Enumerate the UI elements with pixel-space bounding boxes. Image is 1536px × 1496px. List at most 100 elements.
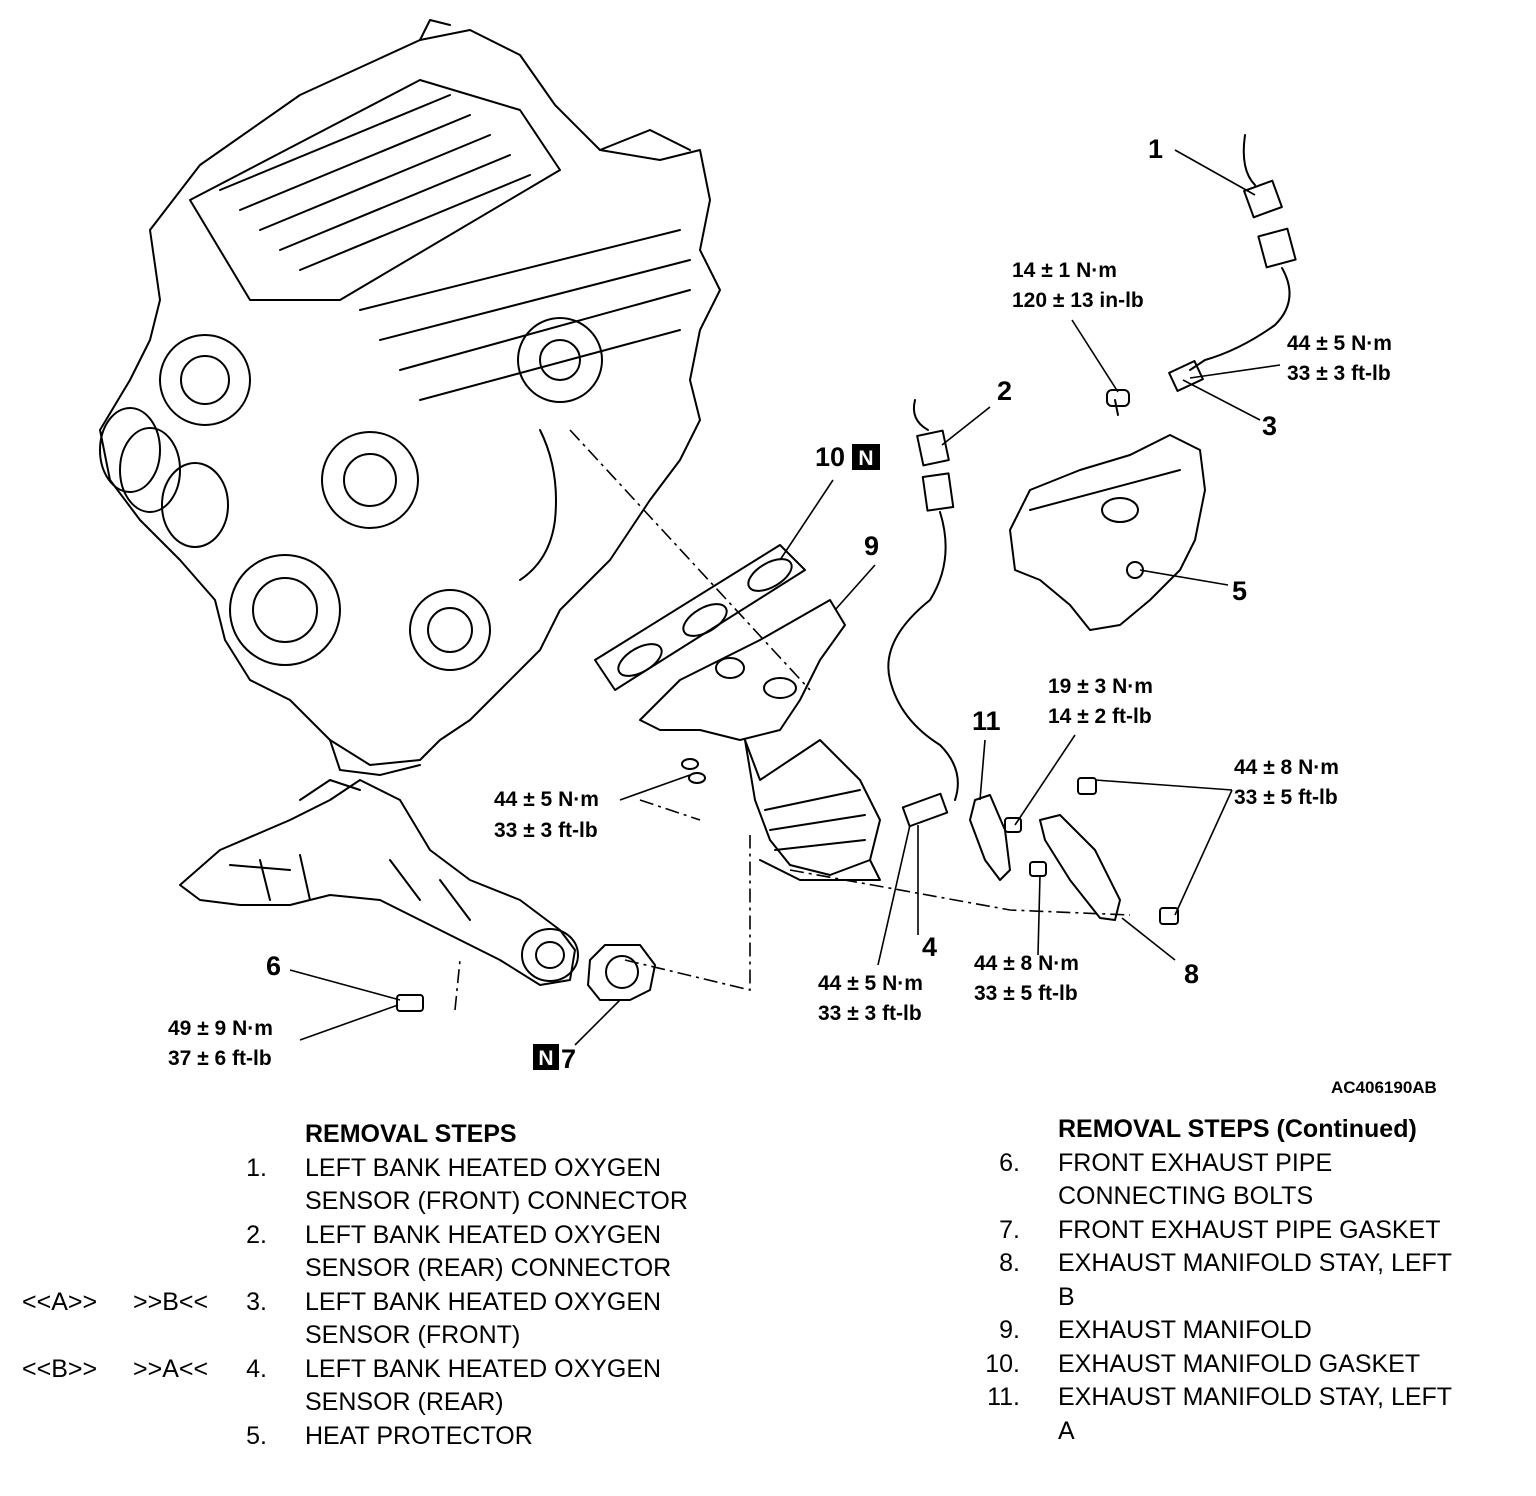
front-exhaust-pipe (179, 779, 579, 1012)
step-procedure-mark: >>B<< (133, 1287, 209, 1316)
front-exhaust-pipe-gasket (587, 944, 656, 1001)
step-text: HEAT PROTECTOR (305, 1421, 533, 1450)
removal-steps-heading: REMOVAL STEPS (305, 1120, 517, 1148)
svg-text:33 ± 3 ft-lb: 33 ± 3 ft-lb (818, 1002, 922, 1025)
callout-2: 2 (997, 376, 1012, 406)
step-item: 4. <<B>> >>A<< LEFT BANK HEATED OXYGEN SENSO… (0, 1353, 760, 1420)
step-text: SENSOR (FRONT) (305, 1321, 521, 1349)
figure-id: AC406190AB (1331, 1078, 1437, 1096)
step-number: 5. (246, 1421, 267, 1450)
step-item: 9. EXHAUST MANIFOLD (960, 1314, 1520, 1348)
svg-text:44 ± 8 N·m: 44 ± 8 N·m (974, 952, 1079, 975)
step-item: 3. <<A>> >>B<< LEFT BANK HEATED OXYGEN SENSO… (0, 1286, 760, 1353)
rear-oxygen-sensor (887, 399, 959, 828)
svg-text:33 ± 5 ft-lb: 33 ± 5 ft-lb (1234, 786, 1338, 809)
svg-text:33 ± 3 ft-lb: 33 ± 3 ft-lb (494, 819, 598, 842)
callout-8: 8 (1184, 959, 1199, 989)
svg-text:33 ± 3 ft-lb: 33 ± 3 ft-lb (1287, 362, 1391, 385)
callout-5: 5 (1232, 576, 1247, 606)
exhaust-manifold-gasket (594, 544, 806, 691)
torque-spec-front-pipe-bolts: 49 ± 9 N·m 37 ± 6 ft-lb (168, 1017, 273, 1070)
step-text-line: SENSOR (FRONT) CONNECTOR (0, 1185, 760, 1219)
step-text: CONNECTING BOLTS (1058, 1182, 1314, 1210)
svg-text:44 ± 5 N·m: 44 ± 5 N·m (818, 972, 923, 995)
step-text: EXHAUST MANIFOLD STAY, LEFT (1058, 1249, 1453, 1277)
step-number: 3. (246, 1287, 267, 1316)
new-part-marker-10: N (852, 444, 880, 470)
step-item: 6. FRONT EXHAUST PIPE CONNECTING BOLTS (960, 1147, 1520, 1214)
step-item: 5. HEAT PROTECTOR (0, 1420, 760, 1454)
removal-steps-list: REMOVAL STEPS 1. LEFT BANK HEATED OXYGEN S… (0, 1118, 760, 1453)
step-number: 1. (246, 1153, 267, 1182)
svg-text:19 ± 3 N·m: 19 ± 3 N·m (1048, 675, 1153, 698)
step-item: 10. EXHAUST MANIFOLD GASKET (960, 1348, 1520, 1382)
step-text-line: SENSOR (REAR) (0, 1386, 760, 1420)
step-text-line: B (960, 1281, 1520, 1315)
step-number: 7. (999, 1215, 1020, 1244)
removal-steps-continued-list: REMOVAL STEPS (Continued) 6. FRONT EXHAUS… (960, 1113, 1520, 1448)
step-number: 4. (246, 1354, 267, 1383)
engine-illustration (99, 19, 721, 776)
step-text: B (1058, 1282, 1075, 1311)
step-number: 8. (999, 1249, 1020, 1277)
svg-text:33 ± 5 ft-lb: 33 ± 5 ft-lb (974, 982, 1078, 1005)
svg-text:120 ± 13 in-lb: 120 ± 13 in-lb (1012, 289, 1144, 312)
assembly-lines (454, 429, 1131, 1011)
step-text: LEFT BANK HEATED OXYGEN (305, 1287, 662, 1316)
torque-spec-stay-b-bolts: 44 ± 8 N·m 33 ± 5 ft-lb (1234, 756, 1339, 809)
step-text-line: 6. FRONT EXHAUST PIPE (960, 1147, 1520, 1181)
torque-spec-rear-sensor: 44 ± 5 N·m 33 ± 3 ft-lb (818, 972, 923, 1025)
step-number: 6. (999, 1148, 1020, 1177)
step-text: LEFT BANK HEATED OXYGEN (305, 1153, 662, 1182)
step-procedure-mark: <<A>> (22, 1287, 98, 1316)
step-text-line: 2.LEFT BANK HEATED OXYGEN (0, 1219, 760, 1253)
step-number: 11. (987, 1383, 1020, 1411)
removal-steps-continued-heading: REMOVAL STEPS (Continued) (1058, 1115, 1417, 1143)
torque-spec-manifold-nut: 44 ± 5 N·m 33 ± 3 ft-lb (494, 788, 599, 842)
step-item: 8. EXHAUST MANIFOLD STAY, LEFT B (960, 1247, 1520, 1314)
exhaust-manifold-stays (969, 777, 1179, 925)
torque-spec-stay-bolt-lower: 44 ± 8 N·m 33 ± 5 ft-lb (974, 952, 1079, 1005)
svg-text:14 ± 2 ft-lb: 14 ± 2 ft-lb (1048, 705, 1152, 728)
svg-text:37 ± 6 ft-lb: 37 ± 6 ft-lb (168, 1047, 272, 1070)
callout-4: 4 (922, 932, 937, 962)
step-text-line: 11. EXHAUST MANIFOLD STAY, LEFT (960, 1381, 1520, 1415)
step-text-line: 8. EXHAUST MANIFOLD STAY, LEFT (960, 1247, 1520, 1281)
front-oxygen-sensor (1168, 134, 1297, 392)
step-item: 7. FRONT EXHAUST PIPE GASKET (960, 1214, 1520, 1248)
svg-text:44 ± 5 N·m: 44 ± 5 N·m (494, 788, 599, 811)
callout-11: 11 (972, 706, 1001, 736)
callout-6: 6 (266, 951, 281, 981)
callout-9: 9 (864, 531, 879, 561)
step-text: EXHAUST MANIFOLD GASKET (1058, 1349, 1421, 1378)
svg-text:14 ± 1 N·m: 14 ± 1 N·m (1012, 259, 1117, 282)
step-text-line: 9. EXHAUST MANIFOLD (960, 1314, 1520, 1348)
step-text-line: CONNECTING BOLTS (960, 1180, 1520, 1214)
step-procedure-mark: >>A<< (133, 1354, 209, 1383)
torque-spec-heat-protector-bolt: 14 ± 1 N·m 120 ± 13 in-lb (1012, 259, 1144, 312)
callout-3: 3 (1262, 411, 1277, 441)
step-text: SENSOR (REAR) CONNECTOR (305, 1254, 672, 1282)
torque-spec-stay-a-bolt: 19 ± 3 N·m 14 ± 2 ft-lb (1048, 675, 1153, 728)
step-text: SENSOR (REAR) (305, 1388, 504, 1416)
step-text: EXHAUST MANIFOLD (1058, 1316, 1312, 1344)
svg-text:44 ± 5 N·m: 44 ± 5 N·m (1287, 332, 1392, 355)
step-number: 10. (985, 1349, 1020, 1378)
step-text: EXHAUST MANIFOLD STAY, LEFT (1058, 1383, 1453, 1411)
step-text: LEFT BANK HEATED OXYGEN (305, 1354, 662, 1383)
step-number: 9. (999, 1316, 1020, 1344)
leader-lines (289, 149, 1281, 1046)
torque-spec-front-sensor: 44 ± 5 N·m 33 ± 3 ft-lb (1287, 332, 1392, 385)
step-text-line: 7. FRONT EXHAUST PIPE GASKET (960, 1214, 1520, 1248)
step-text-line: 4. <<B>> >>A<< LEFT BANK HEATED OXYGEN (0, 1353, 760, 1387)
new-part-marker-7: N (533, 1044, 559, 1070)
exploded-view-diagram: 1 2 3 4 5 6 7 8 9 10 11 N N 14 ± 1 N·m 1… (99, 19, 1437, 1096)
step-text-line: 3. <<A>> >>B<< LEFT BANK HEATED OXYGEN (0, 1286, 760, 1320)
step-text-line: 1. LEFT BANK HEATED OXYGEN (0, 1152, 760, 1186)
svg-text:N: N (538, 1047, 553, 1070)
step-procedure-mark: <<B>> (22, 1354, 98, 1383)
step-text: FRONT EXHAUST PIPE GASKET (1058, 1215, 1441, 1244)
step-text: FRONT EXHAUST PIPE (1058, 1148, 1333, 1177)
